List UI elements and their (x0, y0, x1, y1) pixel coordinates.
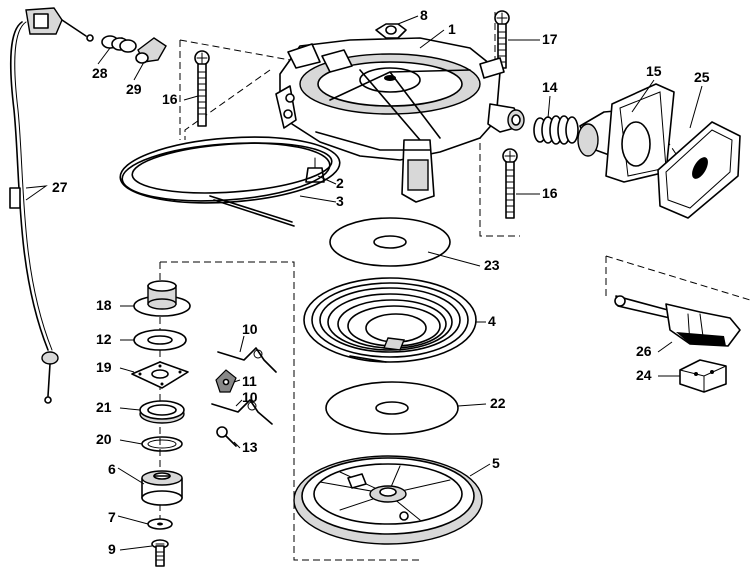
callout-15: 15 (646, 63, 662, 79)
part-12-washer (133, 329, 187, 351)
callout-5: 5 (492, 455, 500, 471)
part-20-ring (141, 436, 183, 452)
part-10-pawl-spring-upper (217, 347, 277, 373)
callout-6: 6 (108, 461, 116, 477)
part-11-pawl (215, 369, 237, 393)
part-13-retainer (216, 426, 237, 447)
part-3-rope (119, 136, 341, 227)
callout-7: 7 (108, 509, 116, 525)
part-15-rope-guide (577, 83, 675, 183)
part-27-cable (9, 7, 94, 404)
part-8-nut (375, 23, 407, 39)
callout-11: 11 (242, 373, 257, 389)
callout-9: 9 (108, 541, 116, 557)
callout-27: 27 (52, 179, 68, 195)
callout-18: 18 (96, 297, 112, 313)
part-1-housing (275, 37, 525, 203)
part-21-bushing (139, 400, 185, 424)
part-5-pulley (293, 455, 483, 545)
callout-25: 25 (694, 69, 710, 85)
part-16-bolt-lower (502, 148, 518, 219)
callout-2: 2 (336, 175, 344, 191)
callout-28: 28 (92, 65, 108, 81)
callout-13: 13 (242, 439, 258, 455)
callout-labels: 1 2 3 4 5 6 7 8 9 10 10 11 12 13 14 15 1… (52, 7, 710, 557)
part-16-bolt-upper (194, 50, 210, 127)
callout-10-upper: 10 (242, 321, 258, 337)
part-29-connector (135, 37, 167, 64)
callout-24: 24 (636, 367, 652, 383)
part-6-hub (141, 470, 183, 506)
part-4-rewind-spring (303, 277, 477, 363)
callout-8: 8 (420, 7, 428, 23)
callout-12: 12 (96, 331, 112, 347)
part-7-washer (147, 518, 173, 530)
callout-17: 17 (542, 31, 558, 47)
part-22-disc (325, 381, 459, 435)
part-23-disc (329, 217, 451, 267)
callout-3: 3 (336, 193, 344, 209)
part-25-seal (657, 121, 741, 219)
part-26-handle (614, 295, 741, 347)
callout-23: 23 (484, 257, 500, 273)
callout-1: 1 (448, 21, 456, 37)
part-9-screw (151, 539, 169, 567)
callout-21: 21 (96, 399, 112, 415)
callout-26: 26 (636, 343, 652, 359)
callout-14: 14 (542, 79, 558, 95)
part-10-pawl-spring-lower (211, 399, 273, 425)
part-14-spring (533, 115, 579, 145)
callout-16-lower: 16 (542, 185, 558, 201)
part-24-anchor (679, 359, 727, 393)
leader-lines (25, 15, 703, 551)
part-19-plate (131, 361, 189, 389)
callout-20: 20 (96, 431, 112, 447)
part-18-cap (133, 280, 191, 317)
callout-10-lower: 10 (242, 389, 258, 405)
callout-22: 22 (490, 395, 506, 411)
callout-29: 29 (126, 81, 142, 97)
part-28-spring (101, 35, 137, 53)
callout-16-upper: 16 (162, 91, 178, 107)
callout-4: 4 (488, 313, 496, 329)
callout-19: 19 (96, 359, 112, 375)
